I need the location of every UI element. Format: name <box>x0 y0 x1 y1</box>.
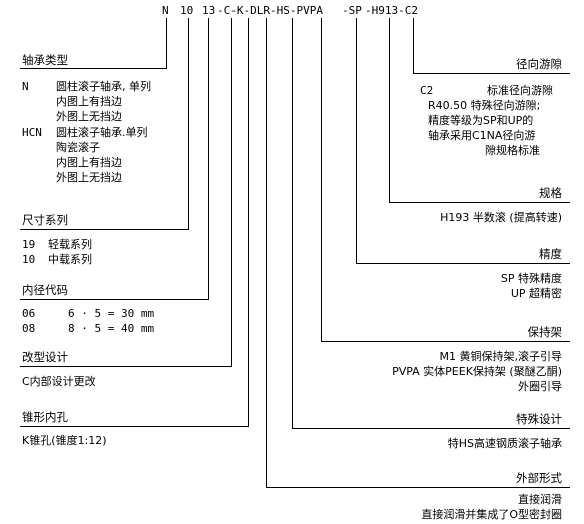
bore-code-row1-code: 06 <box>22 307 36 320</box>
bore-code-title: 内径代码 <box>22 283 68 297</box>
spec-title: 规格 <box>539 186 562 200</box>
line-bore-code <box>20 18 209 300</box>
size-series-row2-code: 10 <box>22 253 36 266</box>
size-series-row1-code: 19 <box>22 238 36 251</box>
clearance-line2: R40.50 特殊径向游隙; <box>428 99 541 112</box>
precision-title: 精度 <box>539 247 562 261</box>
bearing-type-n-code: N <box>22 80 29 93</box>
bore-code-row1-text: 6 · 5 = 30 mm <box>68 307 155 320</box>
line-cage <box>321 18 570 342</box>
bearing-type-hcn-line3: 内图上有挡边 <box>56 156 122 169</box>
size-series-row1-text: 轻载系列 <box>48 238 92 251</box>
spec-text: H193 半数滚 (提高转速) <box>440 211 562 224</box>
code-segment-2: -SP <box>342 4 362 17</box>
cage-line2: PVPA 实体PEEK保持架 (聚醚乙酮) <box>392 365 562 378</box>
outer-form-line1: 直接润滑 <box>518 493 562 506</box>
line-taper <box>20 18 249 427</box>
clearance-line4: 轴承采用C1NA径向游 <box>428 129 536 142</box>
bearing-type-n-line1: 圆柱滚子轴承, 单列 <box>56 80 151 93</box>
modified-design-title: 改型设计 <box>22 350 68 364</box>
line-modified <box>20 18 232 367</box>
bearing-type-hcn-line2: 陶瓷滚子 <box>56 141 100 154</box>
bearing-type-hcn-code: HCN <box>22 126 42 139</box>
outer-form-line2: 直接润滑并集成了O型密封圈 <box>421 508 562 521</box>
taper-bore-text: K锥孔(锥度1:12) <box>22 434 107 447</box>
bore-code-row2-text: 8 · 5 = 40 mm <box>68 322 155 335</box>
clearance-line5: 隙规格标准 <box>485 144 540 157</box>
line-special <box>292 18 570 429</box>
line-outer <box>266 18 570 488</box>
bearing-type-n-line2: 内图上有挡边 <box>56 95 122 108</box>
bore-code-row2-code: 08 <box>22 322 36 335</box>
bearing-type-hcn-line4: 外图上无挡边 <box>56 171 122 184</box>
cage-title: 保持架 <box>527 325 563 339</box>
code-segment-3: -H913-C2 <box>365 4 418 17</box>
line-spec <box>389 18 570 203</box>
code-size-series: 10 <box>180 4 194 17</box>
cage-line1: M1 黄铜保持架,滚子引导 <box>439 350 562 363</box>
bearing-type-n-line3: 外图上无挡边 <box>56 110 122 123</box>
special-design-title: 特殊设计 <box>516 412 562 426</box>
line-size-series <box>20 18 189 230</box>
cage-line3: 外圈引导 <box>518 380 562 393</box>
special-design-text: 特HS高速钢质滚子轴承 <box>447 437 562 450</box>
size-series-row2-text: 中载系列 <box>48 253 92 266</box>
bearing-type-hcn-line1: 圆柱滚子轴承.单列 <box>56 126 148 139</box>
code-bore: 13 <box>202 4 216 17</box>
modified-design-text: C内部设计更改 <box>22 375 96 388</box>
code-segment-1: -C-K-DLR-HS-PVPA <box>217 4 323 17</box>
precision-line1: SP 特殊精度 <box>500 272 562 285</box>
precision-line2: UP 超精密 <box>510 287 562 300</box>
outer-form-title: 外部形式 <box>516 471 562 485</box>
code-n: N <box>162 4 169 17</box>
line-bearing-type <box>20 18 167 69</box>
clearance-title: 径向游隙 <box>516 57 562 71</box>
bearing-type-title: 轴承类型 <box>22 53 68 67</box>
taper-bore-title: 锥形内孔 <box>22 410 68 424</box>
size-series-title: 尺寸系列 <box>22 213 68 227</box>
clearance-c2-text: 标准径向游隙 <box>487 84 553 97</box>
line-clearance <box>413 18 570 74</box>
line-precision <box>356 18 570 264</box>
clearance-c2-code: C2 <box>420 84 434 97</box>
clearance-line3: 精度等级为SP和UP的 <box>428 114 534 127</box>
